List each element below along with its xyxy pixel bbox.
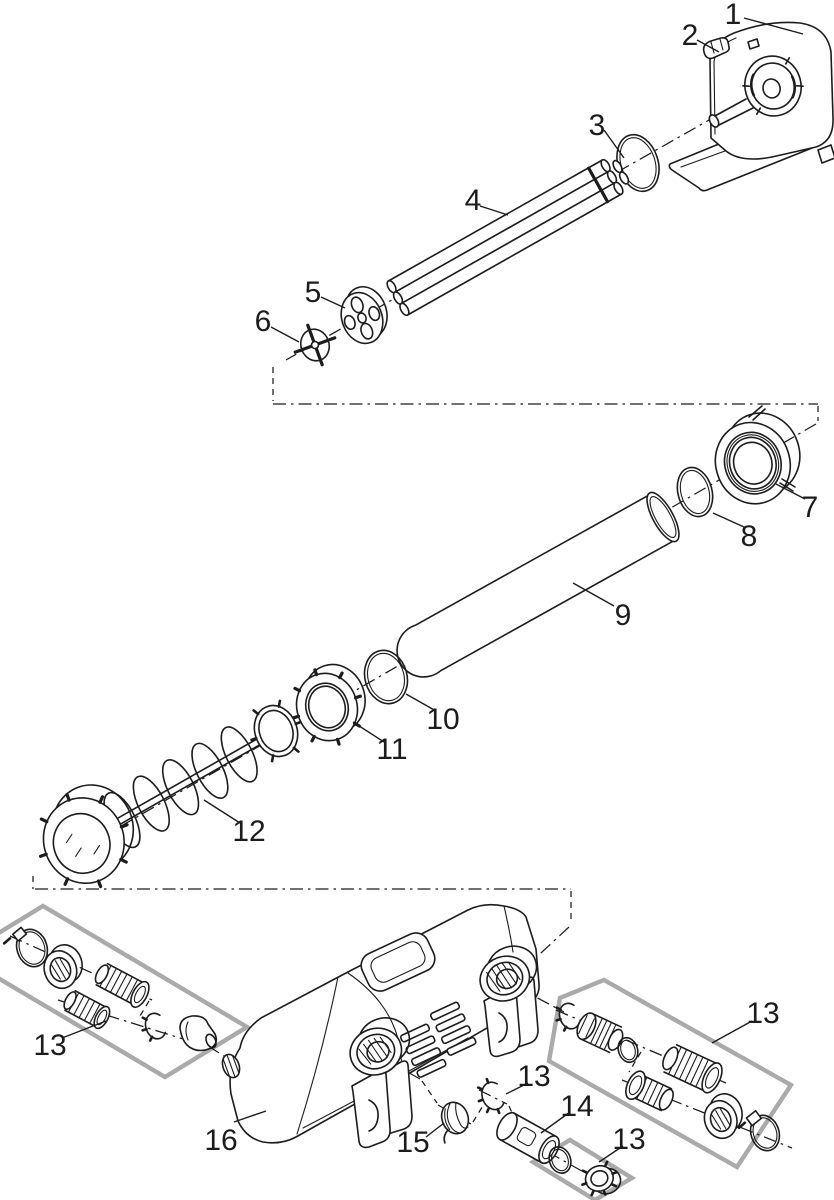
c-clip	[555, 1002, 581, 1032]
head-unit-drawing	[668, 21, 834, 192]
o-ring-small	[617, 1036, 639, 1064]
o-ring-small	[548, 1146, 572, 1174]
c-clip	[141, 1012, 167, 1042]
uvc-lamp-drawing	[386, 158, 630, 317]
callout-14: 14	[540, 1090, 594, 1134]
cap-nut	[581, 1160, 622, 1197]
callout-5: 5	[305, 276, 346, 309]
sleeve-connector	[496, 1111, 560, 1165]
callout-13-center-label: 13	[517, 1060, 550, 1093]
clip-ring	[476, 1077, 505, 1115]
hose-tail-large	[662, 1044, 723, 1094]
lamp-socket	[742, 55, 804, 117]
callout-15-label: 15	[396, 1126, 429, 1159]
outlet-port	[349, 1017, 411, 1076]
cleaning-rotor-drawing	[38, 699, 302, 889]
bottom-chain-drawing	[440, 1077, 622, 1197]
lock-ring-drawing	[292, 663, 366, 746]
hose-tail-large	[94, 962, 150, 1009]
callout-3: 3	[589, 109, 625, 159]
callout-2: 2	[682, 19, 720, 53]
union-collar-drawing	[714, 405, 801, 505]
callout-13-left: 13	[33, 1020, 107, 1062]
sleeve-adapter	[179, 1015, 218, 1052]
kit-box-right	[546, 977, 795, 1170]
callout-13-bottom-label: 13	[612, 1123, 645, 1156]
kit-box-left	[0, 903, 252, 1080]
callout-15: 15	[396, 1122, 445, 1159]
hose-kit-left-drawing	[2, 926, 218, 1052]
housing-body-drawing	[221, 903, 540, 1149]
lamp-spider-drawing	[293, 323, 337, 367]
callout-11: 11	[352, 721, 408, 766]
hose-tail-flanged	[625, 1070, 674, 1112]
callout-4: 4	[465, 184, 509, 217]
callout-9: 9	[572, 582, 632, 632]
hose-clamp	[2, 926, 49, 968]
callout-6: 6	[255, 305, 300, 343]
callout-10: 10	[405, 693, 460, 736]
callout-16-label: 16	[204, 1124, 237, 1157]
callout-2-label: 2	[682, 19, 699, 52]
callout-3-label: 3	[589, 109, 606, 142]
callout-6-label: 6	[255, 305, 272, 338]
callout-7-label: 7	[802, 491, 819, 524]
callout-12-label: 12	[232, 815, 265, 848]
callout-16: 16	[204, 1110, 267, 1157]
hose-kit-right-drawing	[555, 1002, 781, 1152]
callout-13-right-label: 13	[746, 997, 779, 1030]
lamp-holder-plate-drawing	[340, 286, 388, 345]
housing-lid	[360, 932, 436, 992]
callout-14-label: 14	[560, 1090, 593, 1123]
union-nut	[703, 1093, 743, 1140]
inlet-port	[479, 945, 538, 1002]
callout-13-left-label: 13	[33, 1029, 66, 1062]
callouts: 1 2 3 4 5 6 7 8	[33, 0, 819, 1163]
callout-4-label: 4	[465, 184, 482, 217]
callout-11-label: 11	[376, 733, 407, 766]
flow-rosette	[440, 1101, 470, 1144]
vent-grille-right	[429, 1001, 477, 1056]
outlet-stub	[221, 1053, 241, 1079]
callout-12: 12	[203, 799, 266, 848]
callout-8-label: 8	[741, 520, 758, 553]
callout-7: 7	[775, 483, 819, 524]
callout-13-center: 13	[505, 1060, 551, 1095]
retaining-clip-drawing	[702, 37, 730, 60]
callout-9-label: 9	[615, 599, 632, 632]
hose-clamp	[737, 1109, 781, 1152]
callout-1: 1	[725, 0, 804, 35]
callout-1-label: 1	[725, 0, 742, 31]
threaded-adapter	[576, 1012, 624, 1054]
o-ring-collar-drawing	[676, 466, 714, 518]
callout-13-bottom: 13	[598, 1123, 646, 1163]
callout-8: 8	[712, 512, 758, 553]
callout-10-label: 10	[426, 703, 459, 736]
callout-13-right: 13	[711, 997, 780, 1044]
hose-tail-small	[63, 990, 111, 1030]
callout-5-label: 5	[305, 276, 322, 309]
quartz-glass-tube-drawing	[396, 491, 680, 678]
o-ring-tube-drawing	[363, 649, 409, 705]
vent-grille-left	[399, 1023, 447, 1078]
union-nut	[43, 944, 83, 990]
